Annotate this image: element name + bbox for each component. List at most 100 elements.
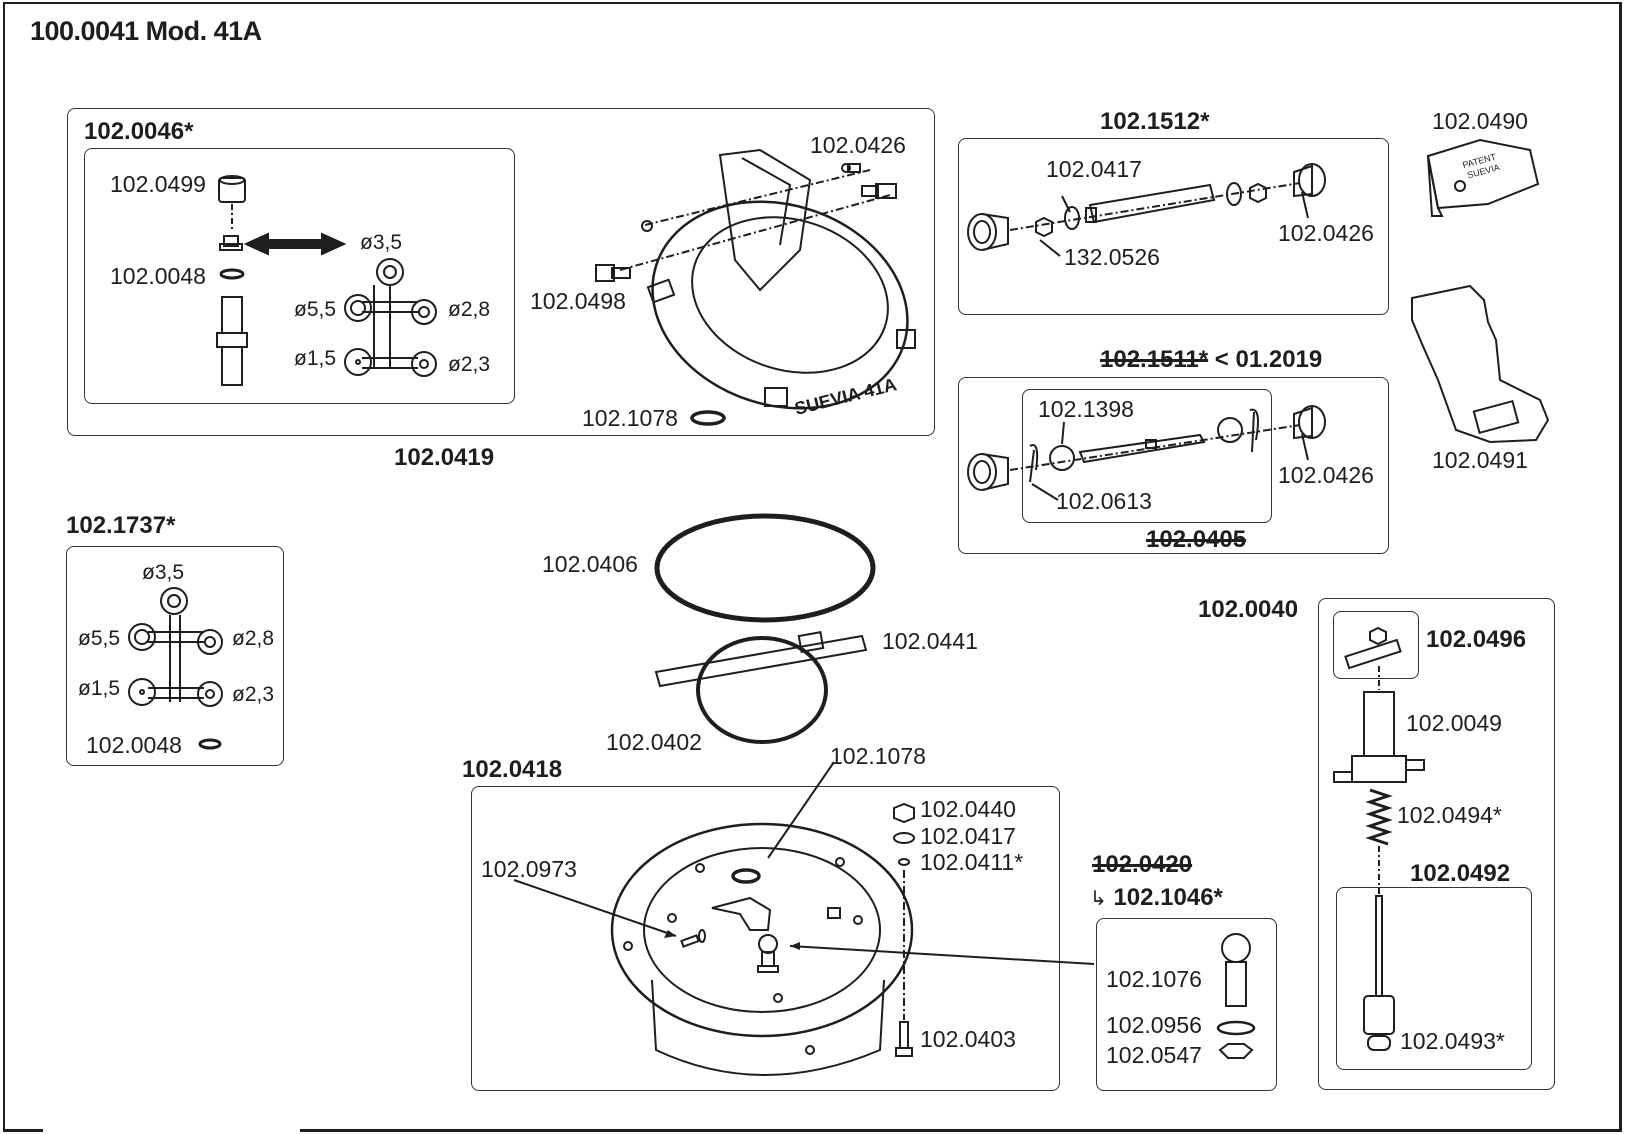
seal-ring-icon [219, 268, 245, 280]
valve-insert-icon [219, 235, 243, 251]
double-arrow-icon [243, 232, 347, 256]
oring-icon [898, 858, 910, 866]
seal-ring-icon [690, 410, 726, 426]
group-box-102-0046 [84, 148, 515, 404]
group-box-102-0419 [67, 108, 935, 436]
part-label-102-0403: 102.0403 [920, 1026, 1016, 1052]
nut-icon [1249, 182, 1267, 204]
ball-valve-icon [757, 934, 779, 973]
block-icon [827, 907, 841, 919]
part-label-102-1398: 102.1398 [1038, 396, 1134, 422]
threaded-nipple-icon [216, 296, 248, 386]
frame-bottom-right [300, 1129, 1622, 1132]
group-label-102-0492: 102.0492 [1410, 860, 1511, 887]
ball-joint-icon [1221, 933, 1251, 1007]
pin-icon [641, 220, 653, 232]
group-label-102-0046: 102.0046* [84, 118, 194, 145]
group-box-102-0418 [471, 786, 1060, 1091]
lever-icon [1411, 284, 1550, 444]
bushing-icon [967, 453, 1009, 491]
nut-icon [1218, 1043, 1254, 1059]
latch-icon [711, 896, 772, 931]
ring-icon [696, 636, 828, 744]
bolt-icon [895, 1021, 913, 1057]
washer-icon [893, 832, 915, 844]
nozzle-label: ø3,5 [360, 231, 403, 254]
nozzle-label: ø5,5 [294, 298, 337, 321]
part-label-102-0417: 102.0417 [920, 823, 1016, 849]
nozzle-tree-icon [344, 258, 437, 377]
nozzle-label: ø3,5 [142, 561, 185, 584]
part-label-102-0441: 102.0441 [882, 628, 978, 654]
replacement-part-number: 102.1046* [1113, 884, 1223, 911]
nut-icon [893, 802, 915, 824]
lever-slot-icon [1472, 399, 1520, 435]
part-label-102-0956: 102.0956 [1106, 1012, 1202, 1038]
part-label-102-0406: 102.0406 [542, 551, 638, 577]
part-label-102-0490: 102.0490 [1432, 108, 1528, 134]
group-box-102-1737 [66, 546, 284, 766]
group-label-102-1737: 102.1737* [66, 512, 176, 539]
large-ring-icon [654, 513, 876, 623]
group-label-102-1512: 102.1512* [1100, 108, 1210, 135]
bowl-brand-text: SUEVIA 41A [792, 374, 898, 419]
spring-icon [1365, 788, 1393, 846]
nut-icon [1035, 216, 1053, 238]
part-label-102-0440: 102.0440 [920, 796, 1016, 822]
screw-icon [861, 183, 897, 199]
nozzle-label: ø2,8 [232, 627, 275, 650]
cover-icon [1426, 138, 1540, 217]
group-box-102-0492 [1336, 887, 1532, 1070]
group-label-102-0496: 102.0496 [1426, 626, 1527, 653]
screw-icon [595, 264, 631, 282]
part-label-102-1078: 102.1078 [582, 405, 678, 431]
part-label-102-0499: 102.0499 [110, 171, 206, 197]
group-label-102-0418: 102.0418 [462, 756, 563, 783]
part-label-102-0411: 102.0411* [920, 849, 1024, 875]
seal-ring-icon [731, 868, 761, 884]
axle-icon [1085, 183, 1216, 224]
replacement-arrow-icon: ↳ [1090, 888, 1107, 910]
part-label-102-1076: 102.1076 [1106, 966, 1202, 992]
part-label-102-0049: 102.0049 [1406, 710, 1502, 736]
drawing-frame [3, 2, 1622, 1130]
part-label-102-0426: 102.0426 [1278, 462, 1374, 488]
obsolete-group-label-102-0420: 102.0420 [1092, 851, 1193, 878]
part-label-102-1078: 102.1078 [830, 743, 926, 769]
seal-ring-icon [198, 738, 222, 750]
part-label-102-0426: 102.0426 [810, 132, 906, 158]
nozzle-label: ø1,5 [78, 677, 121, 700]
group-label-102-0405: 102.0405 [1146, 526, 1247, 553]
bushing-icon [1293, 163, 1326, 198]
valve-cap-icon [1367, 1035, 1391, 1051]
part-label-102-0048: 102.0048 [110, 263, 206, 289]
bracket-icon [654, 631, 868, 688]
nozzle-label: ø2,3 [232, 683, 275, 706]
nozzle-label: ø5,5 [78, 627, 121, 650]
washer-icon [1216, 1020, 1256, 1036]
page-title: 100.0041 Mod. 41A [30, 16, 262, 46]
part-label-102-0417: 102.0417 [1046, 156, 1142, 182]
part-label-102-0493: 102.0493* [1400, 1028, 1505, 1054]
nozzle-tree-icon [128, 587, 223, 707]
part-label-102-0498: 102.0498 [530, 288, 626, 314]
adjuster-icon [1344, 626, 1402, 670]
cotter-pin-icon [1029, 444, 1039, 483]
part-label-102-0613: 102.0613 [1056, 488, 1152, 514]
ball-icon [1049, 445, 1075, 471]
drinking-bowl-icon [646, 148, 916, 410]
washer-icon [1226, 182, 1242, 206]
group-box-102-0405 [1022, 389, 1272, 523]
bushing-icon [967, 213, 1009, 251]
frame-bottom-left [3, 1129, 43, 1132]
shaft-icon [1078, 433, 1206, 464]
part-label-102-0494: 102.0494* [1397, 802, 1502, 828]
screw-icon [680, 929, 706, 948]
cover-stamp: PATENT SUEVIA [1461, 151, 1502, 181]
part-label-102-0973: 102.0973 [481, 856, 577, 882]
valid-until-date: < 01.2019 [1214, 346, 1323, 373]
base-plate-icon [610, 822, 914, 1076]
part-label-102-0426: 102.0426 [1278, 220, 1374, 246]
bushing-icon [1293, 405, 1326, 440]
